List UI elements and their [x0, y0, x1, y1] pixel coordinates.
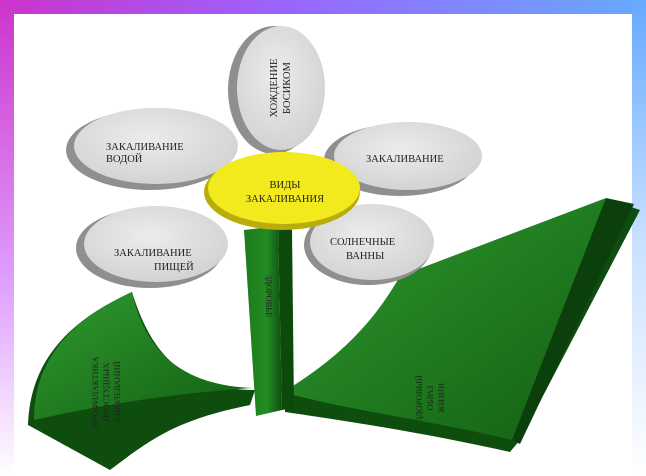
petal-top-label-line1: ХОЖДЕНИЕ — [269, 59, 280, 118]
petal-lower-left-label-line1: ЗАКАЛИВАНИЕ — [114, 248, 192, 259]
petal-upper-left-label-line1: ЗАКАЛИВАНИЕ — [106, 142, 184, 153]
stem — [244, 226, 294, 416]
right-leaf-label-line3: ЖИЗНИ — [436, 383, 446, 413]
left-leaf — [28, 292, 255, 470]
petal-upper-right-label-line1: ЗАКАЛИВАНИЕ — [366, 154, 444, 165]
petal-lower-right-label-line2: ВАННЫ — [346, 251, 384, 262]
petal-lower-right — [304, 204, 434, 285]
left-leaf-label-line1: ПРОФИЛАКТИКА — [90, 356, 100, 428]
left-leaf-label-line3: ЗАБОЛЕВАНИЙ — [112, 361, 122, 423]
frame-right-border — [632, 0, 646, 476]
left-leaf-label-line2: ПРОСТУДНЫХ — [101, 363, 111, 422]
stem-label: ЗДОРОВЬЕ — [264, 275, 274, 317]
frame-top-border — [0, 0, 646, 14]
right-leaf-label-line2: ОБРАЗ — [425, 386, 435, 411]
petal-top-label-line2: БОСИКОМ — [282, 61, 293, 114]
center-label-line1: ВИДЫ — [270, 180, 301, 191]
petal-top — [228, 26, 325, 154]
right-leaf-label-line1: ЗДОРОВЫЙ — [414, 375, 424, 421]
petal-upper-left — [66, 108, 238, 190]
petal-lower-left-label-line2: ПИЩЕЙ — [154, 261, 194, 273]
petal-lower-left — [76, 206, 228, 288]
petal-lower-right-label-line1: СОЛНЕЧНЫЕ — [330, 237, 395, 248]
right-leaf — [283, 198, 640, 452]
flower-center — [204, 152, 360, 230]
petal-upper-left-label-line2: ВОДОЙ — [106, 153, 143, 165]
center-label-line2: ЗАКАЛИВАНИЯ — [246, 194, 324, 205]
frame-left-border — [0, 0, 14, 476]
petal-upper-right — [324, 122, 482, 196]
